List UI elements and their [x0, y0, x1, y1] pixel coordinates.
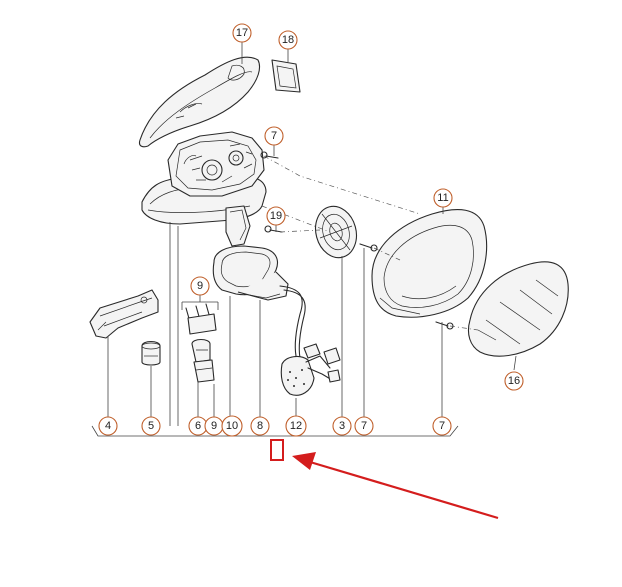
- part-bracket[interactable]: [89, 289, 159, 339]
- svg-text:4: 4: [105, 420, 111, 432]
- part-mirror-housing[interactable]: [141, 131, 267, 247]
- callout-5: 5: [141, 416, 161, 436]
- callout-7-right: 7: [432, 416, 452, 436]
- callout-16: 16: [504, 371, 524, 391]
- part-cover-pad[interactable]: [271, 59, 301, 93]
- svg-text:19: 19: [270, 210, 282, 222]
- svg-text:11: 11: [437, 192, 448, 204]
- svg-text:9: 9: [197, 280, 203, 292]
- part-mirror-glass[interactable]: [467, 261, 569, 357]
- callout-10: 10: [221, 415, 243, 437]
- svg-text:17: 17: [236, 27, 248, 39]
- callout-9-mid: 9: [190, 276, 210, 296]
- svg-text:9: 9: [211, 420, 217, 432]
- screw-top[interactable]: [260, 151, 279, 159]
- screw-right[interactable]: [359, 243, 378, 252]
- screw-frame[interactable]: [435, 321, 454, 330]
- part-mirror-frame[interactable]: [371, 209, 488, 318]
- callout-7-top: 7: [264, 126, 284, 146]
- callout-12: 12: [285, 415, 307, 437]
- svg-text:18: 18: [282, 34, 294, 46]
- part-wiring-harness[interactable]: [279, 285, 341, 396]
- callout-9-bottom: 9: [204, 416, 224, 436]
- part-bulb-socket[interactable]: [141, 340, 161, 366]
- svg-text:16: 16: [508, 375, 520, 387]
- svg-text:7: 7: [271, 130, 277, 142]
- callout-4: 4: [98, 416, 118, 436]
- part-connector[interactable]: [185, 303, 217, 383]
- svg-text:10: 10: [226, 420, 238, 432]
- part-base-gasket[interactable]: [212, 245, 289, 301]
- svg-text:6: 6: [195, 420, 201, 432]
- callout-19: 19: [266, 206, 286, 226]
- svg-text:12: 12: [290, 420, 302, 432]
- svg-text:7: 7: [439, 420, 445, 432]
- callout-17: 17: [232, 23, 252, 43]
- screw-19[interactable]: [264, 225, 283, 233]
- callout-8: 8: [250, 416, 270, 436]
- callout-3: 3: [332, 416, 352, 436]
- pointer-arrow: [292, 452, 499, 520]
- svg-text:3: 3: [339, 420, 345, 432]
- callout-18: 18: [278, 30, 298, 50]
- highlight-box: [270, 439, 284, 461]
- part-mirror-cap[interactable]: [138, 56, 261, 148]
- svg-text:7: 7: [361, 420, 367, 432]
- svg-text:5: 5: [148, 420, 154, 432]
- svg-text:8: 8: [257, 420, 263, 432]
- part-adjuster-ring[interactable]: [310, 202, 362, 263]
- callout-11: 11: [433, 188, 453, 208]
- callout-6: 6: [188, 416, 208, 436]
- callout-7-bottom: 7: [354, 416, 374, 436]
